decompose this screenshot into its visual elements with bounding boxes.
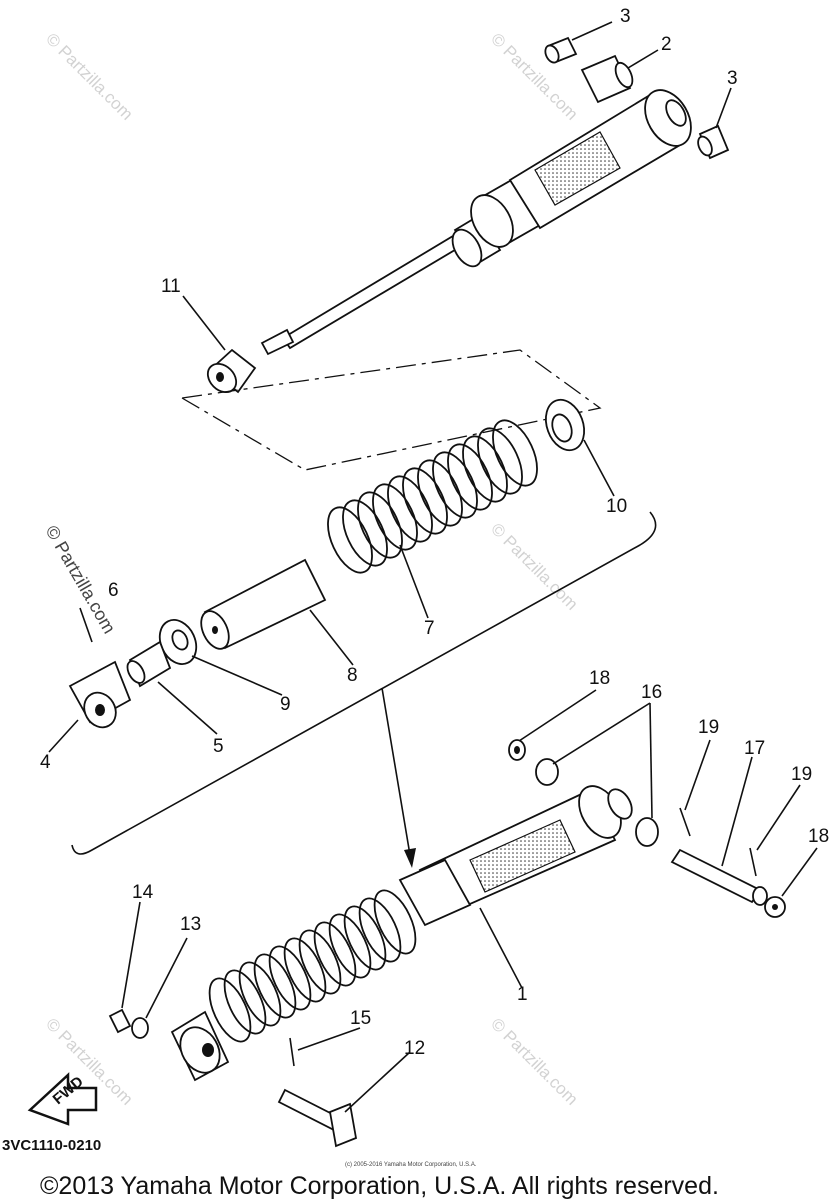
sleeve xyxy=(200,558,327,650)
watermark: © Partzilla.com xyxy=(487,1014,581,1108)
callout-3: 3 xyxy=(620,6,631,27)
callout-14: 14 xyxy=(132,882,154,903)
callout-7: 7 xyxy=(424,618,435,639)
callout-19: 19 xyxy=(791,764,812,785)
callout-10: 10 xyxy=(606,496,627,517)
callout-19: 19 xyxy=(698,717,719,738)
callout-13: 13 xyxy=(180,914,201,935)
callout-18: 18 xyxy=(589,668,610,689)
mounting-hardware xyxy=(108,739,786,1148)
fwd-arrow: FWD xyxy=(27,1072,98,1126)
group-bracket xyxy=(71,511,657,855)
callout-11: 11 xyxy=(161,276,181,297)
callout-8: 8 xyxy=(347,665,358,686)
callout-3: 3 xyxy=(727,68,738,89)
callout-9: 9 xyxy=(280,694,291,715)
top-bushings xyxy=(544,36,730,160)
callout-6: 6 xyxy=(108,580,119,601)
leader-lines xyxy=(48,21,818,1113)
spring-seat xyxy=(544,398,586,452)
small-copyright: (c) 2005-2016 Yamaha Motor Corporation, … xyxy=(345,1162,477,1168)
callout-12: 12 xyxy=(404,1038,425,1059)
callout-2: 2 xyxy=(661,34,672,55)
assembly-arrow xyxy=(381,687,416,868)
copyright-notice: ©2013 Yamaha Motor Corporation, U.S.A. A… xyxy=(40,1172,719,1200)
callout-15: 15 xyxy=(350,1008,371,1029)
bump-stop xyxy=(206,348,257,394)
watermark: © Partzilla.com xyxy=(487,519,581,613)
clevis-parts xyxy=(68,607,172,729)
coil-spring xyxy=(327,419,538,574)
callout-17: 17 xyxy=(744,738,765,759)
callout-1: 1 xyxy=(517,984,528,1005)
callout-5: 5 xyxy=(213,736,224,757)
diagram-code: 3VC1110-0210 xyxy=(2,1137,101,1154)
assembled-shock xyxy=(170,785,633,1082)
damper-body xyxy=(260,89,692,356)
callout-4: 4 xyxy=(40,752,51,773)
watermark: © Partzilla.com xyxy=(42,29,136,123)
callout-18: 18 xyxy=(808,826,829,847)
assembly-box xyxy=(181,349,602,471)
callout-16: 16 xyxy=(641,682,662,703)
